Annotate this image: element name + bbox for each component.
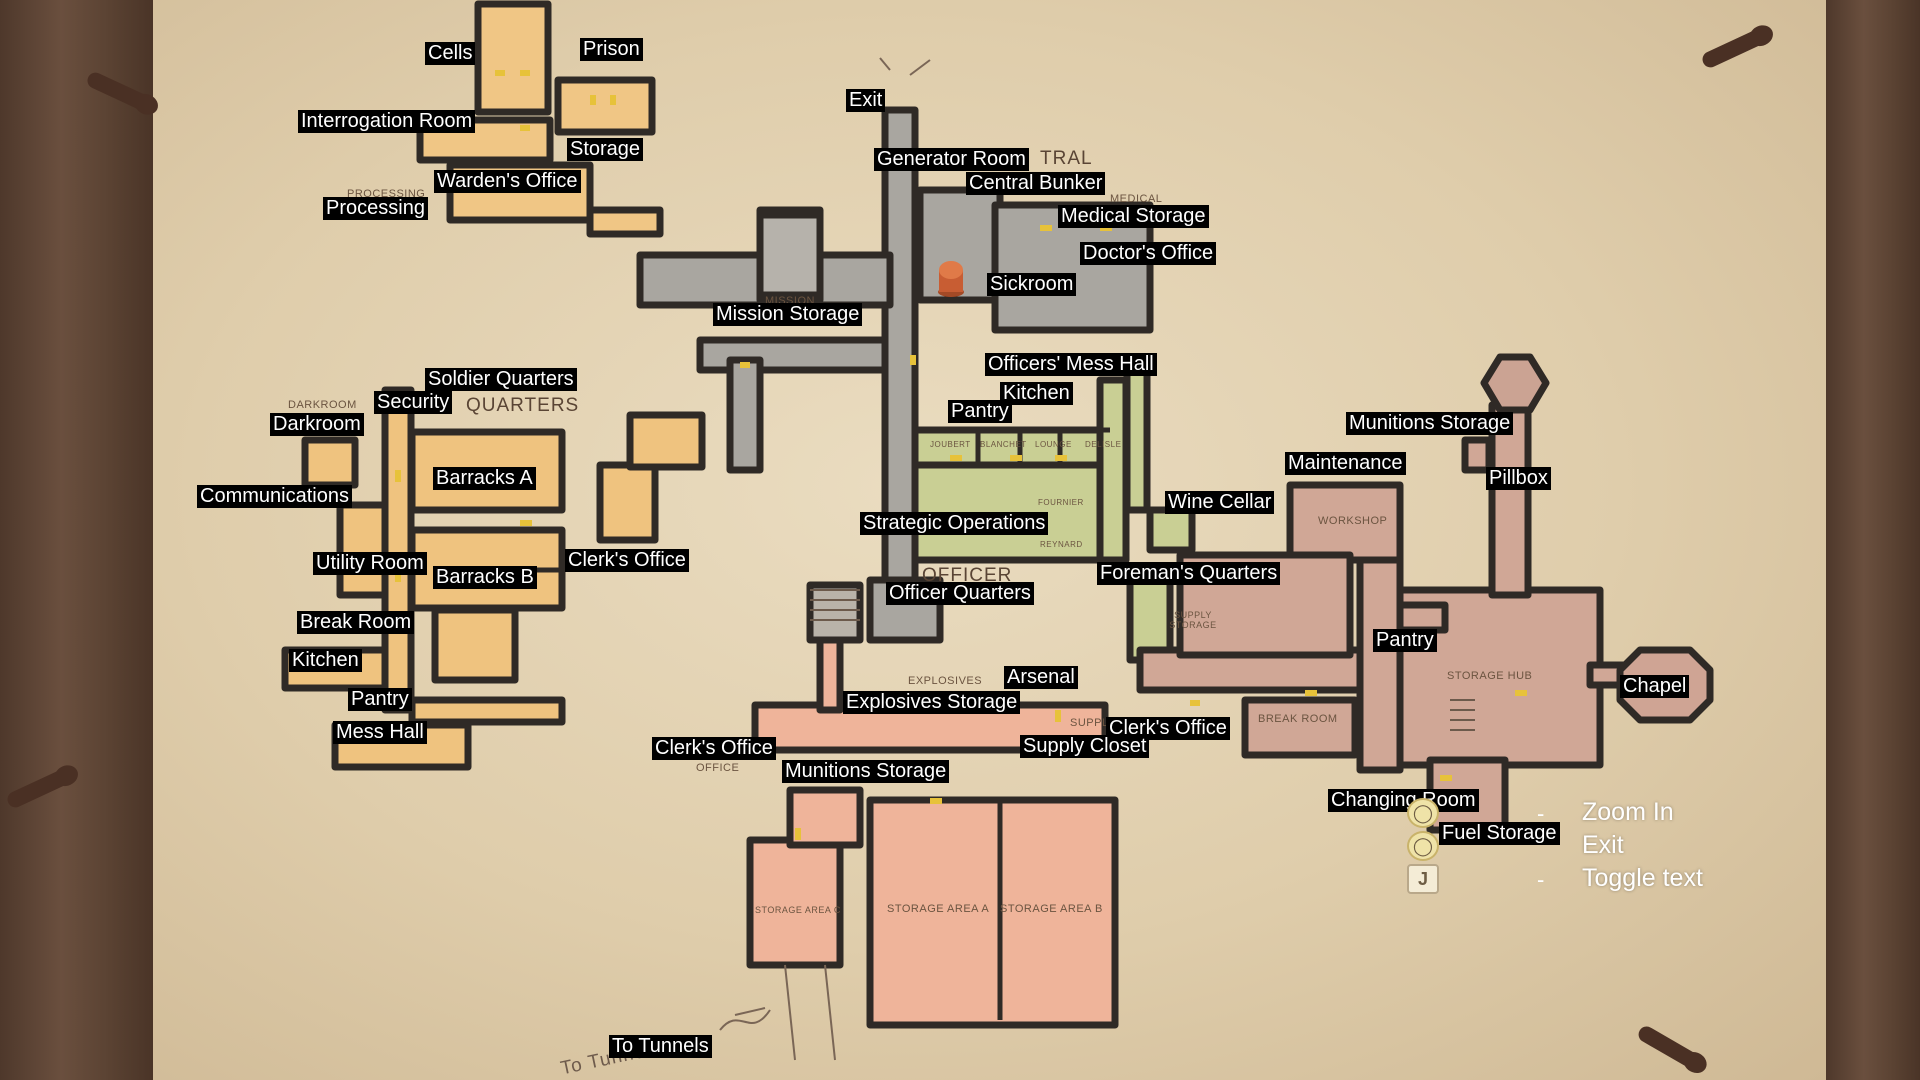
room-label: Fuel Storage: [1439, 822, 1560, 845]
mouse-icon: ◯: [1407, 831, 1439, 861]
room-label: Medical Storage: [1058, 205, 1209, 228]
room-label: Break Room: [297, 611, 415, 634]
room-label: Pantry: [348, 688, 412, 711]
printed-supply-storage: SUPPLY STORAGE: [1169, 610, 1217, 630]
control-hint-exit[interactable]: ◯ Exit: [1407, 831, 1727, 864]
printed-joubert: JOUBERT: [930, 440, 971, 449]
printed-office: OFFICE: [696, 762, 740, 774]
hint-separator: -: [1537, 867, 1545, 892]
room-label: Barracks A: [433, 467, 536, 490]
printed-storage-area-a: STORAGE AREA A: [887, 903, 990, 915]
room-label: Chapel: [1620, 675, 1690, 698]
printed-lounge: LOUNGE: [1035, 440, 1072, 449]
printed-central: TRAL: [1040, 148, 1093, 169]
room-label: Generator Room: [874, 148, 1029, 171]
room-label: Clerk's Office: [565, 549, 689, 572]
room-label: Storage: [567, 138, 644, 161]
j-key-icon: J: [1407, 864, 1439, 894]
room-label: Pantry: [948, 400, 1012, 423]
printed-officer: OFFICER: [922, 565, 1013, 586]
exit-hint: Exit: [1582, 831, 1624, 859]
control-hint-zoom[interactable]: ◯ - Zoom In: [1407, 798, 1727, 831]
room-label: Exit: [846, 89, 886, 112]
scroll-wheel-icon: ◯: [1407, 798, 1439, 828]
room-label: Supply Closet: [1020, 735, 1150, 758]
control-hints: ◯ - Zoom In ◯ Exit J - Toggle text: [1407, 798, 1727, 897]
room-label: Sickroom: [987, 273, 1077, 296]
room-label: Kitchen: [1000, 382, 1073, 405]
room-label: Mission Storage: [713, 303, 863, 326]
printed-delisle: DELISLE: [1085, 440, 1122, 449]
printed-storage-hub: STORAGE HUB: [1447, 670, 1533, 682]
room-label: Communications: [197, 485, 352, 508]
room-label: Warden's Office: [434, 170, 581, 193]
player-marker-icon: [938, 261, 964, 297]
printed-quarters: QUARTERS: [466, 395, 580, 416]
toggle-text-hint: Toggle text: [1582, 864, 1703, 892]
printed-storage-area-b: STORAGE AREA B: [1000, 903, 1103, 915]
room-label: Changing Room: [1328, 789, 1479, 812]
room-label: Clerk's Office: [1106, 717, 1230, 740]
printed-blanchet: BLANCHET: [980, 440, 1027, 449]
room-label: Pillbox: [1486, 467, 1551, 490]
printed-fournier: FOURNIER: [1038, 498, 1084, 507]
printed-reynard: REYNARD: [1040, 540, 1083, 549]
control-hint-toggle-text[interactable]: J - Toggle text: [1407, 864, 1727, 897]
room-label: Officers' Mess Hall: [985, 353, 1157, 376]
room-label: Prison: [580, 38, 643, 61]
room-label: Explosives Storage: [843, 691, 1021, 714]
room-label: Soldier Quarters: [425, 368, 577, 391]
room-label: Central Bunker: [966, 172, 1106, 195]
room-label: Wine Cellar: [1165, 491, 1275, 514]
printed-darkroom: DARKROOM: [288, 399, 357, 411]
room-label: Doctor's Office: [1080, 242, 1217, 265]
room-label: Munitions Storage: [1346, 412, 1514, 435]
printed-break-room: BREAK ROOM: [1258, 713, 1338, 725]
room-label: Arsenal: [1004, 666, 1078, 689]
room-label: Processing: [323, 197, 428, 220]
room-label: Officer Quarters: [886, 582, 1034, 605]
hint-separator: -: [1537, 801, 1545, 826]
printed-explosives: EXPLOSIVES: [908, 675, 983, 687]
room-label: Maintenance: [1285, 452, 1406, 475]
room-label: Clerk's Office: [652, 737, 776, 760]
wood-border-left: [0, 0, 153, 1080]
room-label: Barracks B: [433, 566, 537, 589]
printed-storage-area-c: STORAGE AREA C: [755, 905, 841, 915]
printed-supply: SUPPLY: [1070, 717, 1116, 729]
wood-border-right: [1826, 0, 1920, 1080]
room-label: Darkroom: [270, 413, 364, 436]
room-label: Cells: [425, 42, 476, 65]
printed-workshop: WORKSHOP: [1318, 515, 1388, 527]
room-label: Munitions Storage: [782, 760, 950, 783]
room-label: Security: [374, 391, 453, 414]
zoom-in-hint: Zoom In: [1582, 798, 1674, 826]
room-label: Strategic Operations: [860, 512, 1049, 535]
room-label: Foreman's Quarters: [1097, 562, 1281, 585]
room-label: Kitchen: [289, 649, 362, 672]
room-label: Utility Room: [313, 552, 427, 575]
printed-medical: MEDICAL: [1110, 193, 1163, 205]
room-label: Mess Hall: [333, 721, 427, 744]
room-label: Interrogation Room: [298, 110, 476, 133]
room-label: To Tunnels: [609, 1035, 712, 1058]
room-label: Pantry: [1373, 629, 1437, 652]
